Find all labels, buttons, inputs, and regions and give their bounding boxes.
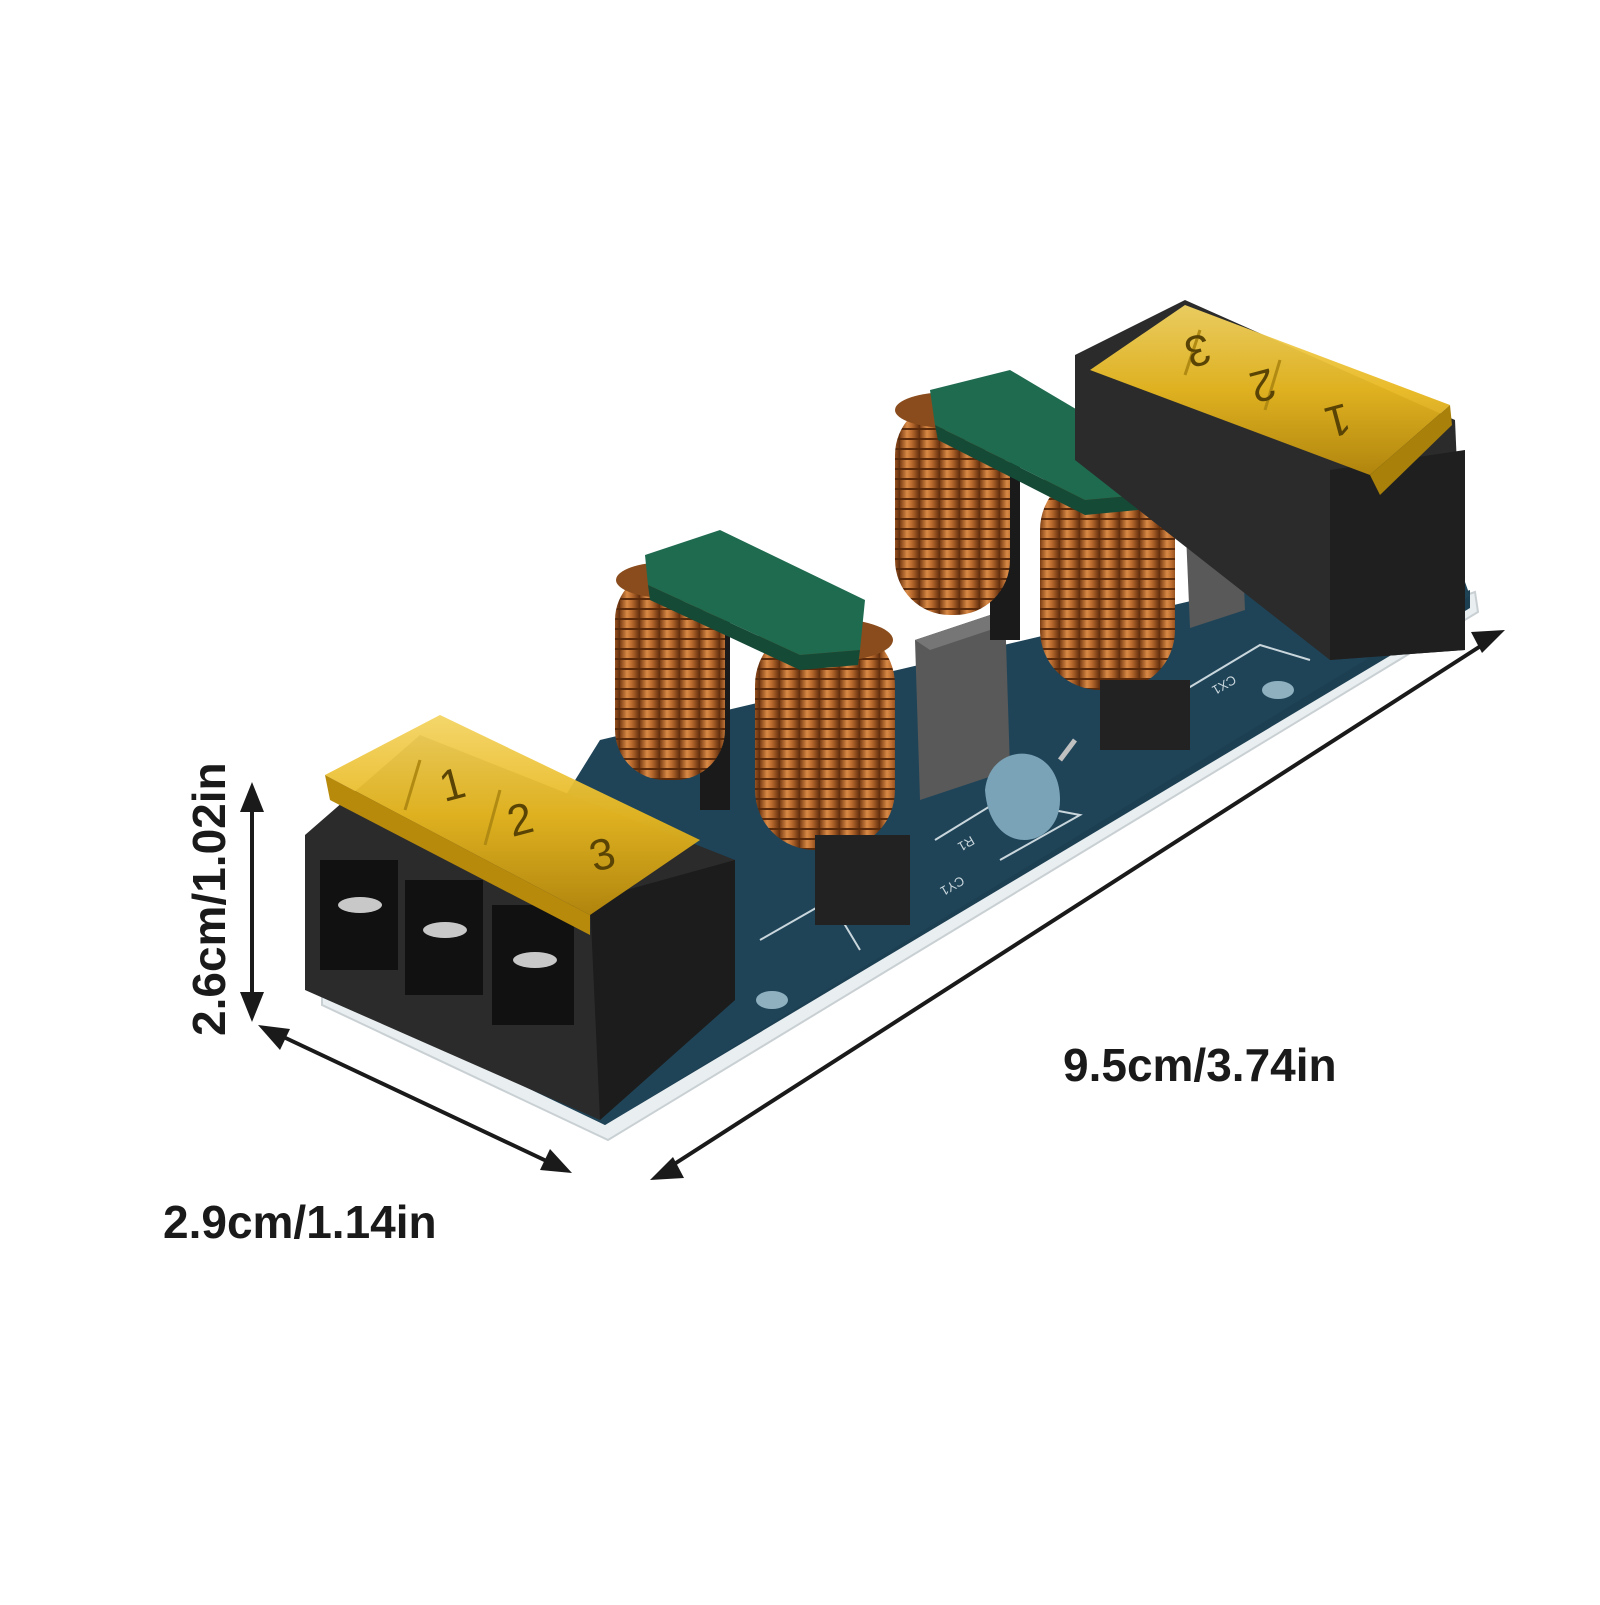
height-dimension-arrow	[240, 782, 264, 1022]
terminal-block-output: 3 2 1	[1075, 300, 1465, 660]
length-dimension-label: 9.5cm/3.74in	[1063, 1039, 1337, 1091]
svg-text:R1: R1	[955, 833, 977, 854]
y-capacitor	[985, 738, 1077, 840]
common-mode-choke-front	[615, 530, 910, 925]
terminal-block-input: 1 2 3	[305, 715, 735, 1120]
depth-dimension-arrow	[258, 1025, 572, 1173]
height-dimension-label: 2.6cm/1.02in	[183, 762, 235, 1036]
length-dimension-arrow	[650, 630, 1505, 1180]
depth-dimension-label: 2.9cm/1.14in	[163, 1196, 437, 1248]
